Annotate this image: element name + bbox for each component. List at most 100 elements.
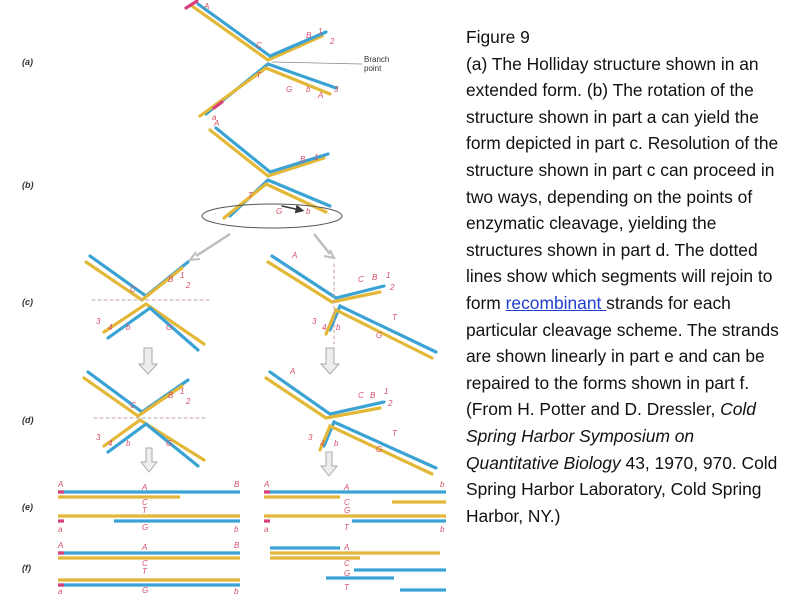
svg-text:G: G xyxy=(286,85,292,94)
svg-text:G: G xyxy=(344,569,350,578)
svg-text:2: 2 xyxy=(185,397,191,406)
caption-text-part-2: strands for each particular cleavage sch… xyxy=(466,292,779,420)
svg-text:2: 2 xyxy=(389,283,395,292)
svg-text:4: 4 xyxy=(320,439,325,448)
svg-text:B: B xyxy=(168,275,174,284)
svg-text:T: T xyxy=(142,506,148,515)
svg-text:C: C xyxy=(130,285,136,294)
panel-a-labels: A C B 1 2 T G b A 3 a xyxy=(203,2,339,122)
recombinant-link[interactable]: recombinant xyxy=(505,292,607,313)
svg-text:b: b xyxy=(234,525,239,534)
svg-text:A: A xyxy=(291,251,297,260)
svg-text:A: A xyxy=(57,541,63,550)
panel-c-right xyxy=(266,254,438,360)
svg-text:T: T xyxy=(344,523,350,532)
svg-text:2: 2 xyxy=(185,281,191,290)
svg-text:C: C xyxy=(358,391,364,400)
svg-text:B: B xyxy=(372,273,378,282)
panel-label-a: (a) xyxy=(22,57,33,67)
svg-text:T: T xyxy=(392,429,398,438)
svg-text:A: A xyxy=(141,483,147,492)
panel-label-e: (e) xyxy=(22,502,33,512)
svg-text:b: b xyxy=(306,85,311,94)
svg-text:3: 3 xyxy=(334,85,339,94)
svg-text:A: A xyxy=(141,543,147,552)
svg-text:A: A xyxy=(343,483,349,492)
svg-text:3: 3 xyxy=(96,317,101,326)
svg-text:1: 1 xyxy=(318,27,322,36)
panel-c-labels: B 1 2 C 3 4 b G A C B 1 2 3 4 b G T xyxy=(96,251,398,340)
svg-text:A: A xyxy=(289,367,295,376)
svg-text:T: T xyxy=(392,313,398,322)
svg-text:b: b xyxy=(306,207,311,216)
panel-e-right xyxy=(264,490,446,523)
svg-text:b: b xyxy=(234,587,239,596)
svg-text:B: B xyxy=(234,480,240,489)
panel-e-labels: A B A C T G a b A b A C G T a b xyxy=(57,480,445,534)
panel-labels: (a) (b) (c) (d) (e) (f) xyxy=(22,57,34,573)
svg-text:a: a xyxy=(212,113,217,122)
svg-text:A: A xyxy=(263,480,269,489)
svg-text:C: C xyxy=(142,559,148,568)
svg-text:A: A xyxy=(317,91,323,100)
caption-text-part-3: 43, 1970, 970. Cold Spring Harbor Labora… xyxy=(466,452,778,526)
svg-text:a: a xyxy=(264,525,269,534)
svg-text:T: T xyxy=(142,567,148,576)
svg-text:C: C xyxy=(344,498,350,507)
caption-title: Figure 9 xyxy=(466,27,530,47)
panel-f-labels: A B A C T G a b A C G T xyxy=(57,541,350,596)
svg-text:1: 1 xyxy=(314,153,318,162)
svg-text:B: B xyxy=(234,541,240,550)
svg-text:Branch: Branch xyxy=(364,55,389,64)
svg-text:a: a xyxy=(58,587,63,596)
svg-text:2: 2 xyxy=(329,37,335,46)
caption-journal-title: Cold Spring Harbor Symposium on Quantita… xyxy=(466,399,756,473)
caption-text-part-1: (a) The Holliday structure shown in an e… xyxy=(466,53,779,313)
svg-text:G: G xyxy=(142,523,148,532)
svg-text:b: b xyxy=(440,480,445,489)
svg-text:4: 4 xyxy=(108,323,113,332)
svg-text:G: G xyxy=(166,439,172,448)
svg-text:2: 2 xyxy=(387,399,393,408)
arrows-c-to-d xyxy=(137,347,341,375)
svg-text:b: b xyxy=(336,323,341,332)
panel-e-left xyxy=(58,490,240,523)
panel-label-b: (b) xyxy=(22,180,34,190)
panel-label-c: (c) xyxy=(22,297,33,307)
svg-text:C: C xyxy=(358,275,364,284)
svg-text:C: C xyxy=(142,498,148,507)
svg-text:C: C xyxy=(130,401,136,410)
svg-text:3: 3 xyxy=(96,433,101,442)
svg-text:A: A xyxy=(213,119,219,128)
svg-text:C: C xyxy=(344,559,350,568)
svg-text:G: G xyxy=(166,323,172,332)
svg-text:G: G xyxy=(142,586,148,595)
arrows-d-to-e xyxy=(139,447,339,477)
panel-a-holliday-extended xyxy=(184,0,363,118)
panel-d-labels: B 1 2 C 3 4 b G A C B 1 2 3 4 b G T xyxy=(96,367,398,454)
panel-f-left xyxy=(58,551,240,587)
holliday-structure-figure: (a) (b) (c) (d) (e) (f) A C B 1 2 T G b … xyxy=(22,0,446,596)
svg-text:G: G xyxy=(376,445,382,454)
svg-text:b: b xyxy=(440,525,445,534)
svg-text:B: B xyxy=(306,31,312,40)
svg-text:1: 1 xyxy=(180,387,184,396)
branch-point-label: Branch point xyxy=(364,55,389,73)
panel-c-left xyxy=(84,254,211,352)
arrows-b-to-c xyxy=(187,232,336,262)
svg-text:1: 1 xyxy=(386,271,390,280)
svg-text:T: T xyxy=(344,583,350,592)
svg-text:G: G xyxy=(276,207,282,216)
svg-text:A: A xyxy=(57,480,63,489)
svg-text:3: 3 xyxy=(312,317,317,326)
svg-text:a: a xyxy=(58,525,63,534)
svg-text:B: B xyxy=(370,391,376,400)
panel-f-right xyxy=(270,546,446,592)
panel-b-rotation xyxy=(201,126,343,229)
svg-text:B: B xyxy=(168,391,174,400)
figure-caption: Figure 9 (a) The Holliday structure shown… xyxy=(466,24,786,529)
svg-text:A: A xyxy=(203,2,209,11)
svg-text:b: b xyxy=(126,323,131,332)
panel-label-d: (d) xyxy=(22,415,34,425)
svg-text:4: 4 xyxy=(322,323,327,332)
